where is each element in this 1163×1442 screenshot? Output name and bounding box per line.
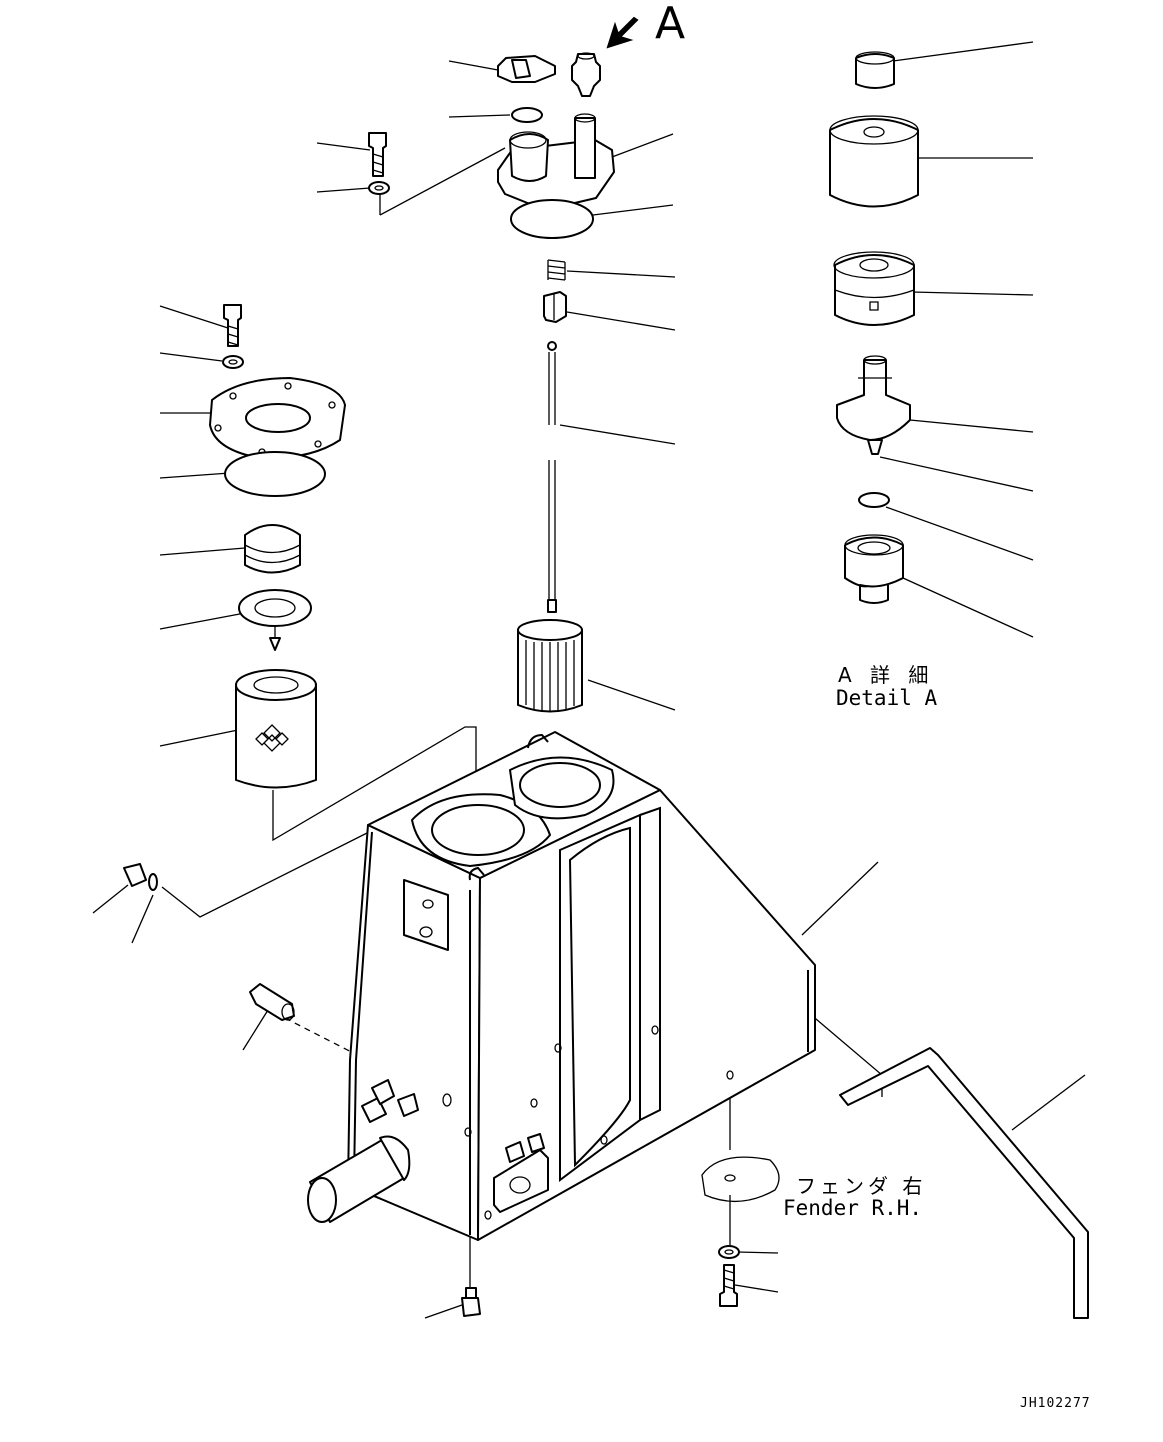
filter-spring bbox=[244, 524, 301, 574]
elbow-fitting bbox=[249, 983, 295, 1021]
breather-valve bbox=[571, 52, 601, 97]
strainer-element bbox=[517, 619, 583, 713]
cover-plate-top bbox=[497, 113, 615, 211]
o-ring-cap bbox=[511, 107, 543, 123]
washer-left bbox=[222, 355, 244, 369]
bolt-left bbox=[223, 304, 242, 347]
gasket-left bbox=[224, 451, 326, 497]
view-marker-a: A bbox=[655, 0, 686, 49]
spring bbox=[547, 259, 566, 281]
bolt-top bbox=[368, 132, 387, 177]
detail-o-ring bbox=[858, 492, 890, 508]
drain-plug bbox=[461, 1287, 481, 1317]
bolt-fender bbox=[719, 1264, 738, 1307]
fender-rh-label-jp: フェンダ 右 bbox=[796, 1174, 927, 1198]
washer-top bbox=[368, 181, 390, 195]
detail-cap-body bbox=[829, 115, 919, 208]
filter-cover bbox=[209, 377, 346, 460]
level-rod bbox=[547, 341, 557, 613]
plug-left bbox=[123, 863, 158, 891]
drawing-code: JH102277 bbox=[1020, 1396, 1091, 1411]
detail-a-label-jp: A 詳 細 bbox=[838, 663, 935, 687]
detail-a-label-en: Detail A bbox=[836, 686, 938, 710]
fender-rh-outline bbox=[701, 1156, 780, 1203]
stopper-nut bbox=[543, 291, 567, 323]
fender-rh-label-en: Fender R.H. bbox=[783, 1196, 923, 1220]
breather-cap bbox=[497, 55, 556, 83]
arrow-down-left-icon bbox=[606, 16, 639, 49]
detail-element bbox=[833, 251, 915, 326]
filter-element bbox=[235, 669, 317, 789]
detail-adapter bbox=[844, 534, 904, 604]
fender-hole bbox=[724, 1174, 736, 1182]
gasket-top bbox=[510, 199, 594, 239]
detail-cap-small bbox=[855, 51, 895, 89]
hydraulic-tank bbox=[307, 731, 816, 1241]
bypass-valve bbox=[238, 589, 312, 651]
bracket-bar bbox=[839, 1047, 1089, 1319]
detail-valve bbox=[836, 355, 911, 455]
washer-fender bbox=[718, 1245, 740, 1259]
